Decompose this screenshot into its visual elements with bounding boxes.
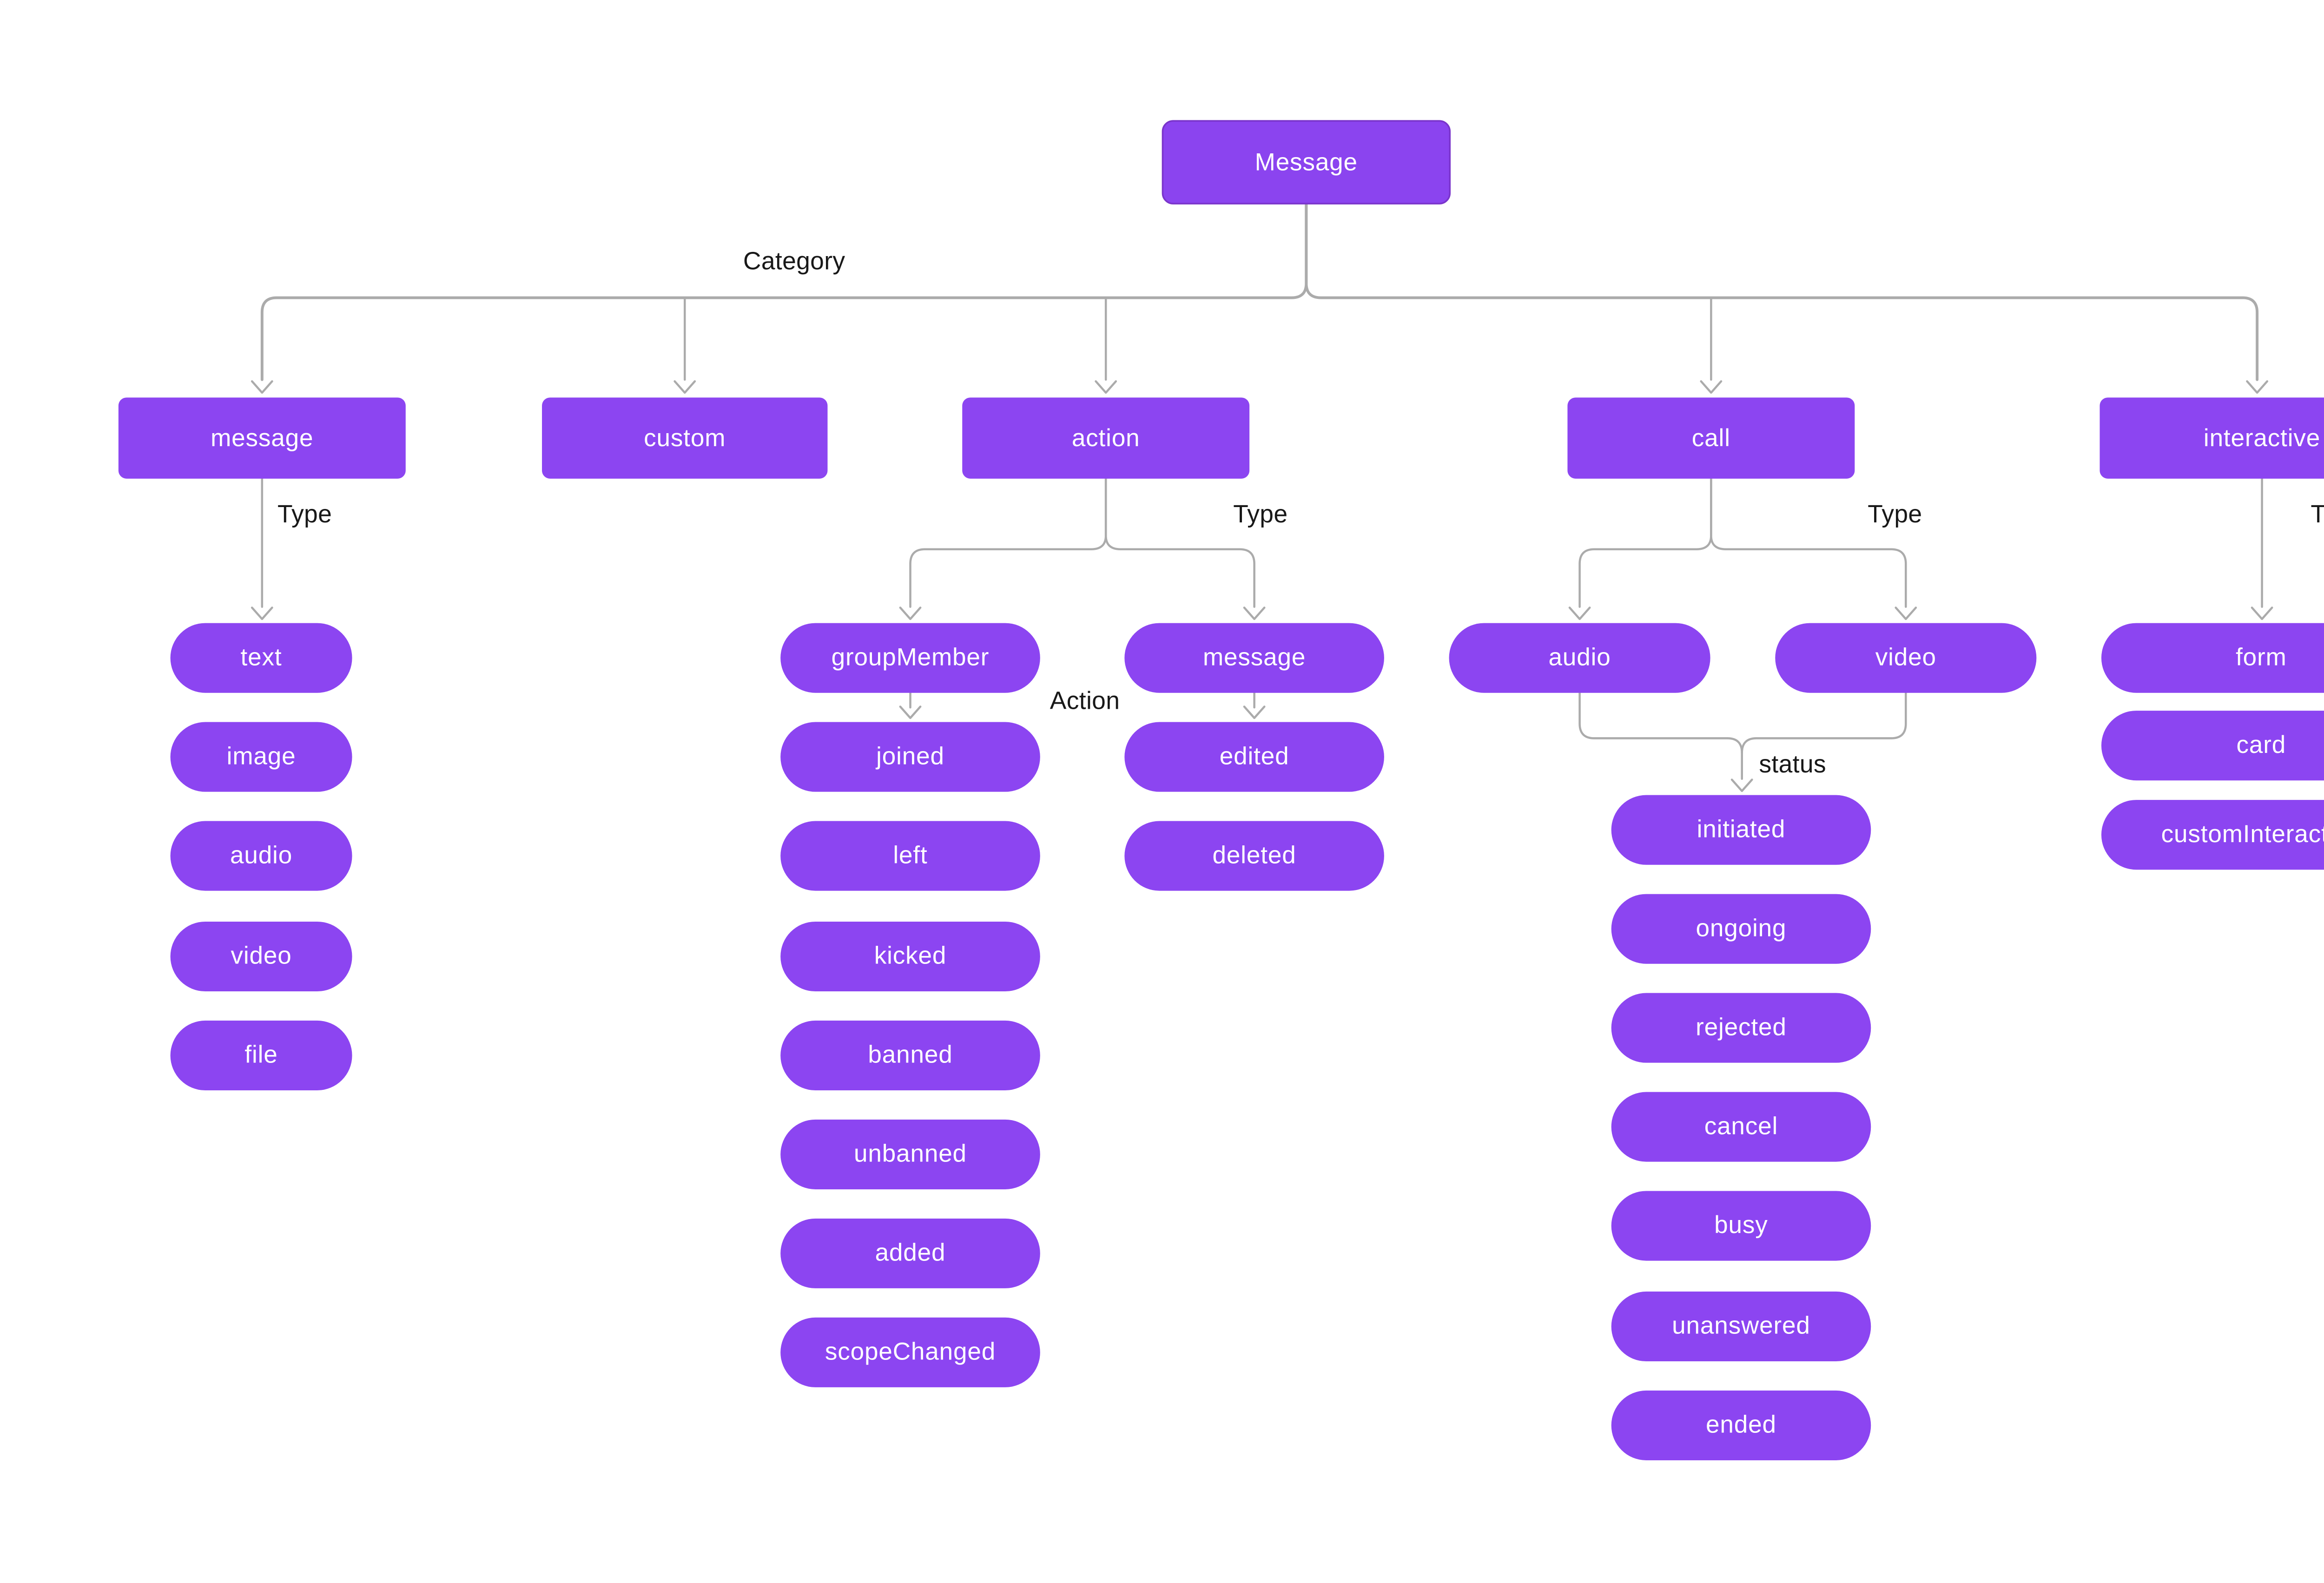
node-action-banned: banned: [780, 1020, 1040, 1091]
edge-label-type-message: Type: [277, 501, 332, 529]
node-status-initiated: initiated: [1611, 795, 1871, 865]
message-type-connector: [251, 477, 273, 620]
interactive-type-connector: [2251, 477, 2273, 620]
node-status-busy: busy: [1611, 1191, 1871, 1261]
edge-label-category: Category: [743, 248, 845, 276]
arrowhead-groupmember: [899, 607, 922, 620]
node-status-ongoing: ongoing: [1611, 894, 1871, 964]
node-type-custominteractive: customInteractive: [2101, 800, 2324, 870]
arrowhead-message: [251, 380, 273, 394]
arrowhead-call: [1700, 380, 1723, 394]
line-action-groupmember: [909, 477, 1107, 608]
merge-audio-status: [1578, 690, 1743, 754]
arrowhead-video: [1895, 607, 1917, 620]
line-call-video: [1710, 477, 1907, 608]
arrowhead-action: [1095, 380, 1117, 394]
node-type-action-message: message: [1124, 623, 1384, 693]
node-type-video: video: [170, 921, 352, 992]
arrowhead-edited: [1243, 706, 1266, 719]
node-root-message: Message: [1162, 120, 1451, 204]
line-action-message: [1104, 477, 1255, 608]
call-type-connector: [1568, 477, 1917, 792]
node-action-scopechanged: scopeChanged: [780, 1317, 1040, 1387]
arrowhead-form: [2251, 607, 2273, 620]
line-call-audio: [1578, 477, 1712, 608]
node-action-edited: edited: [1124, 722, 1384, 792]
node-type-call-video: video: [1775, 623, 2037, 693]
edge-label-action: Action: [1050, 688, 1120, 716]
node-category-call: call: [1567, 397, 1855, 479]
bus-left: [260, 203, 1308, 381]
node-action-unbanned: unbanned: [780, 1119, 1040, 1189]
node-type-form: form: [2101, 623, 2324, 693]
arrowhead-action-message: [1243, 607, 1266, 620]
merge-video-status: [1741, 690, 1907, 754]
node-type-image: image: [170, 722, 352, 792]
node-status-cancel: cancel: [1611, 1092, 1871, 1162]
node-type-text: text: [170, 623, 352, 693]
node-status-rejected: rejected: [1611, 993, 1871, 1063]
action-type-connector: [899, 477, 1266, 719]
node-type-audio: audio: [170, 821, 352, 891]
node-action-kicked: kicked: [780, 921, 1040, 992]
node-type-file: file: [170, 1020, 352, 1091]
node-category-message: message: [118, 397, 406, 479]
node-action-added: added: [780, 1218, 1040, 1288]
edge-label-status: status: [1759, 751, 1826, 779]
arrowhead-initiated: [1730, 778, 1753, 792]
arrowhead-joined: [899, 706, 922, 719]
node-status-unanswered: unanswered: [1611, 1291, 1871, 1362]
node-type-groupmember: groupMember: [780, 623, 1040, 693]
arrowhead-interactive: [2246, 380, 2269, 394]
node-action-left: left: [780, 821, 1040, 891]
node-category-action: action: [962, 397, 1250, 479]
node-action-joined: joined: [780, 722, 1040, 792]
edge-label-type-interactive: Type: [2311, 501, 2324, 529]
arrowhead-audio: [1568, 607, 1591, 620]
edge-label-type-call: Type: [1868, 501, 1922, 529]
node-category-interactive: interactive: [2100, 397, 2324, 479]
node-category-custom: custom: [542, 397, 828, 479]
node-type-card: card: [2101, 711, 2324, 781]
node-action-deleted: deleted: [1124, 821, 1384, 891]
bus-right: [1305, 203, 2259, 381]
node-status-ended: ended: [1611, 1390, 1871, 1460]
category-fanout-connector: [251, 203, 2269, 394]
arrowhead-text: [251, 607, 273, 620]
arrowhead-custom: [673, 380, 696, 394]
edge-label-type-action: Type: [1233, 501, 1288, 529]
node-type-call-audio: audio: [1449, 623, 1710, 693]
